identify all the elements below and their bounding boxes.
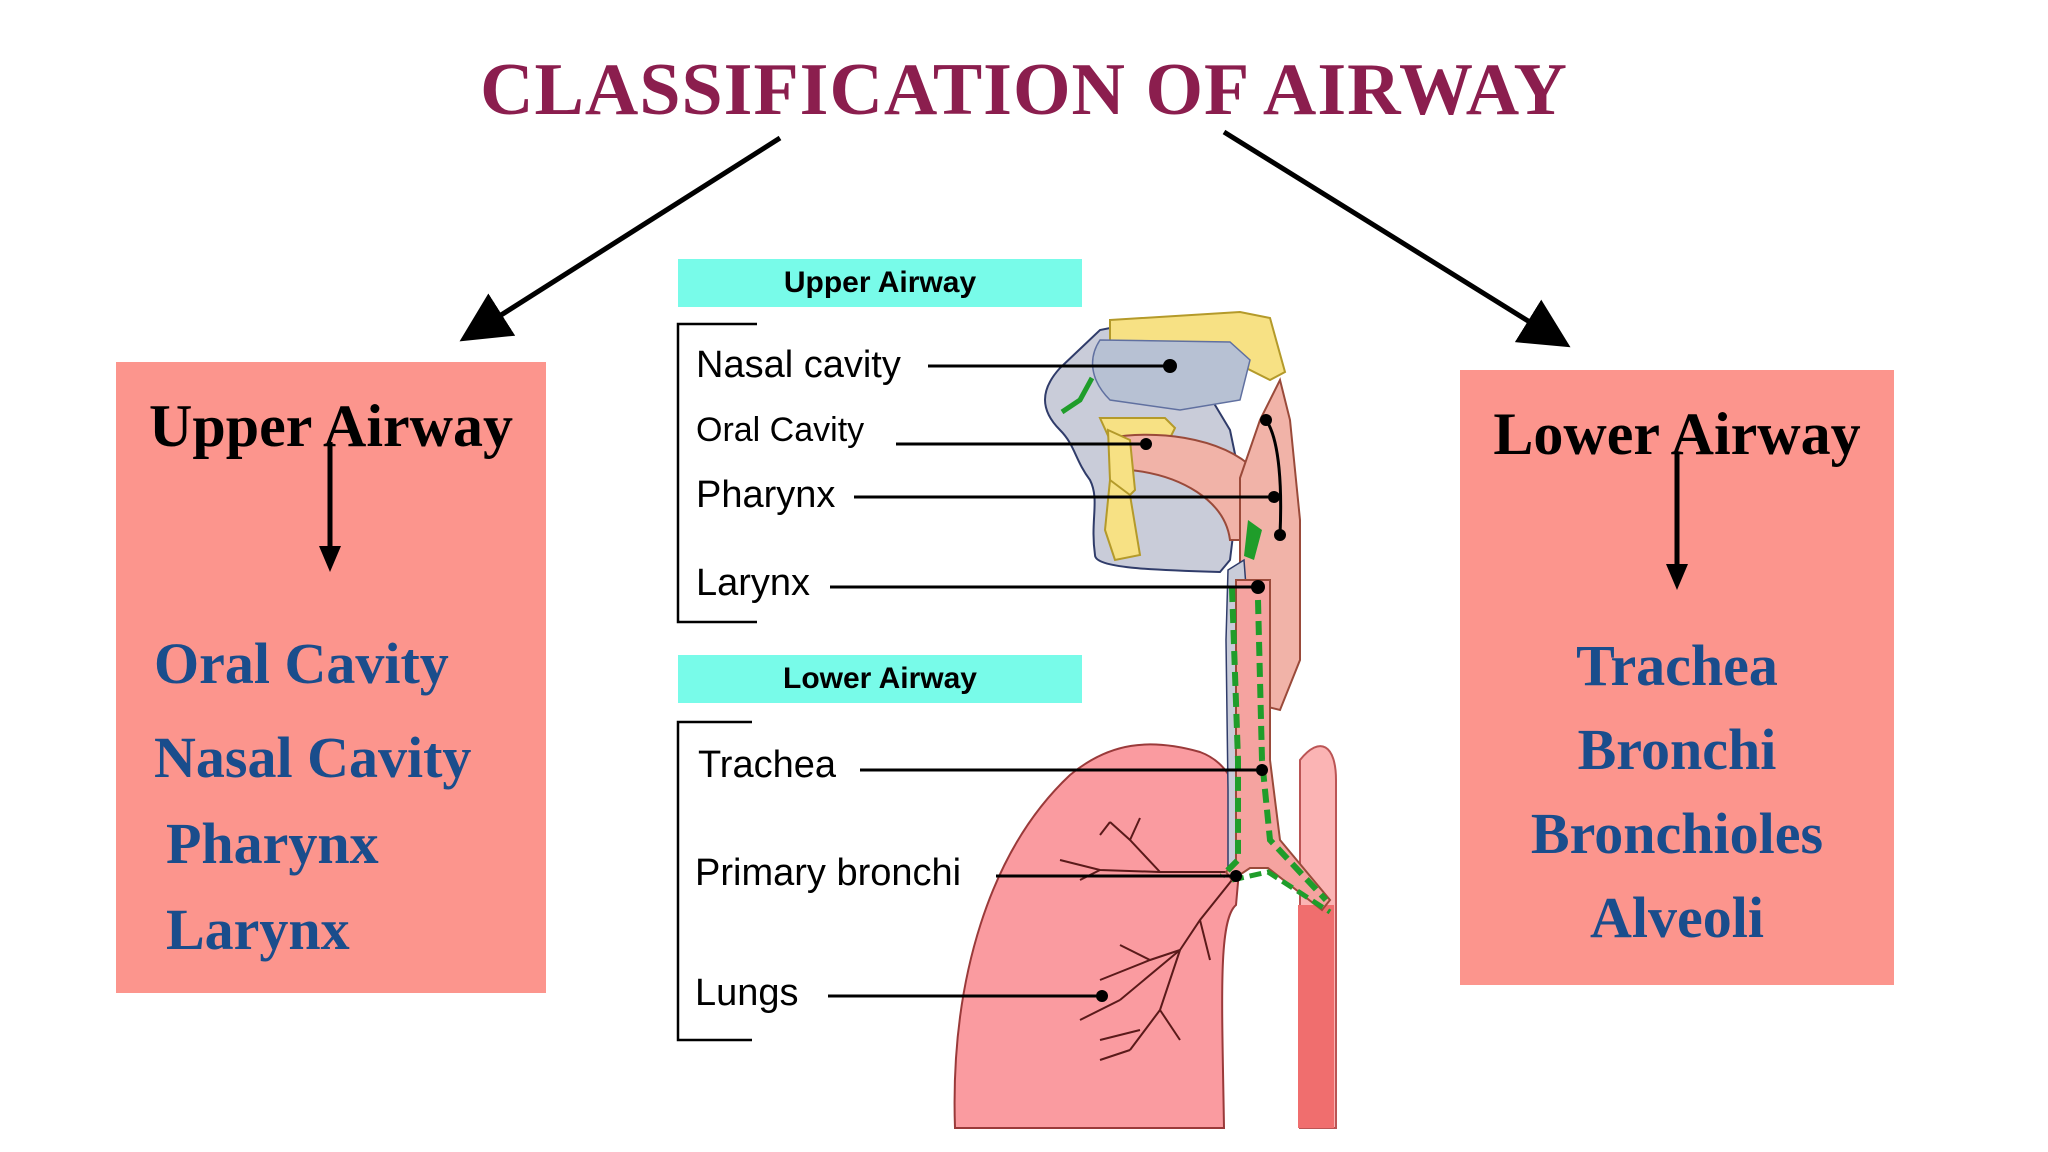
label-pharynx: Pharynx: [696, 474, 836, 516]
label-larynx: Larynx: [696, 562, 811, 604]
lower-down-arrow: [1666, 454, 1688, 590]
left-lung-shape: [953, 743, 1243, 1129]
nasal-cavity-shape: [1091, 339, 1251, 411]
lower-airway-box: Lower Airway Trachea Bronchi Bronchioles…: [1460, 370, 1894, 985]
arrow-to-lower-airway: [1222, 129, 1571, 348]
epiglottis-shape: [1244, 520, 1262, 560]
airway-lining: [1219, 587, 1241, 879]
airway-lining: [1231, 869, 1332, 915]
label-nasal-cavity: Nasal cavity: [696, 344, 901, 386]
label-oral-cavity: Oral Cavity: [696, 411, 865, 449]
page-title: CLASSIFICATION OF AIRWAY: [480, 49, 1568, 131]
upper-airway-list: Oral Cavity Nasal Cavity Pharynx Larynx: [116, 362, 546, 993]
list-item: Pharynx: [166, 811, 379, 876]
lower-airway-list: Trachea Bronchi Bronchioles Alveoli: [1460, 370, 1894, 985]
list-item: Bronchi: [1577, 717, 1777, 782]
pharynx-curve: [1264, 419, 1283, 536]
diagram-upper-heading: Upper Airway: [678, 259, 1082, 307]
label-lungs: Lungs: [695, 972, 799, 1014]
list-item: Trachea: [1576, 633, 1778, 698]
jaw-shape: [1103, 478, 1142, 562]
list-item: Alveoli: [1590, 885, 1764, 950]
aorta-shape: [1298, 905, 1334, 1128]
diagram-lower-heading: Lower Airway: [678, 655, 1082, 703]
label-trachea: Trachea: [698, 744, 836, 786]
upper-bracket: [676, 322, 757, 624]
label-primary-bronchi: Primary bronchi: [695, 852, 962, 894]
arrow-to-upper-airway: [459, 135, 782, 342]
list-item: Nasal Cavity: [154, 725, 472, 790]
airway-lining: [1255, 599, 1329, 903]
list-item: Oral Cavity: [154, 631, 449, 696]
bronchial-tree: [1059, 817, 1233, 1061]
nasal-lining: [1060, 376, 1095, 415]
upper-down-arrow: [319, 442, 341, 572]
list-item: Larynx: [166, 897, 350, 962]
upper-airway-box: Upper Airway Oral Cavity Nasal Cavity Ph…: [116, 362, 546, 993]
list-item: Bronchioles: [1530, 801, 1824, 866]
lower-bracket: [676, 720, 752, 1042]
